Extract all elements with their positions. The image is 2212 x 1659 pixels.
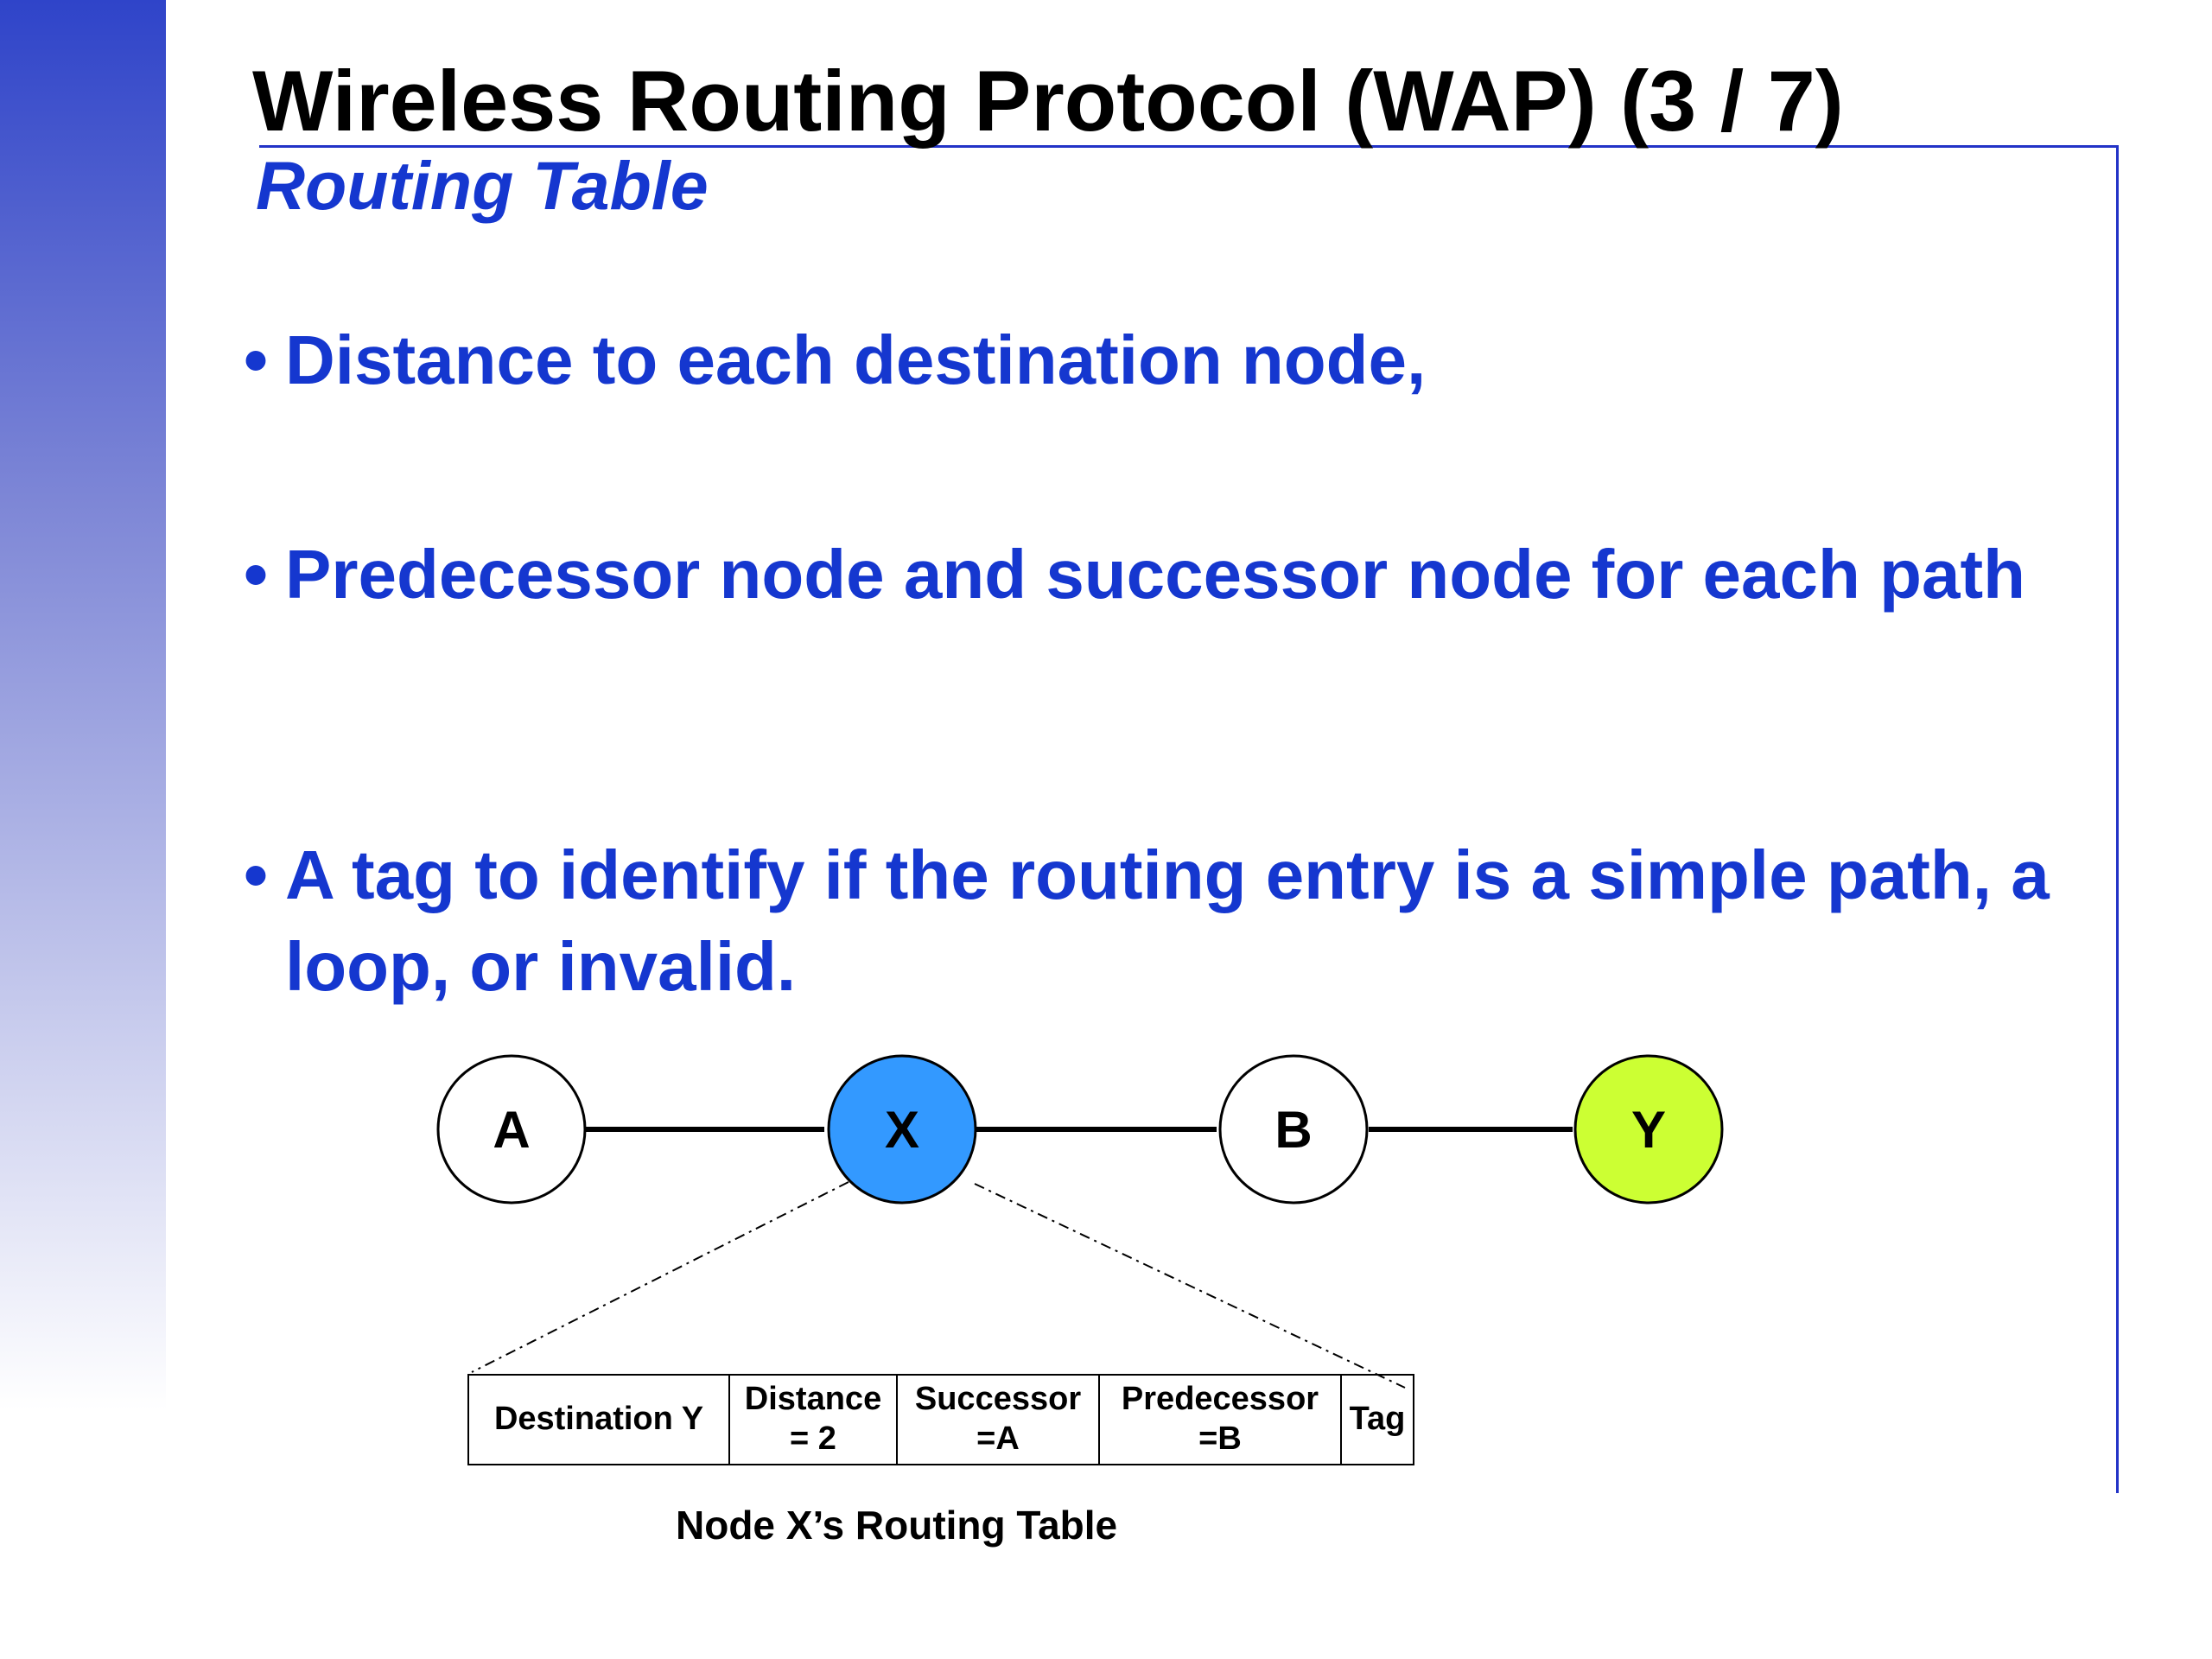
frame-top-line bbox=[259, 145, 2119, 148]
cell-line: = 2 bbox=[790, 1421, 836, 1457]
slide-title: Wireless Routing Protocol (WAP) (3 / 7) bbox=[252, 53, 1844, 149]
bullet-dot-icon: • bbox=[244, 321, 269, 398]
node-x-label: X bbox=[885, 1101, 919, 1159]
table-row: Destination Y Distance = 2 Successor =A … bbox=[467, 1374, 1414, 1465]
node-y: Y bbox=[1573, 1054, 1724, 1205]
cell-line: Distance bbox=[744, 1381, 882, 1418]
cell-line: =A bbox=[976, 1421, 1020, 1457]
routing-table-caption: Node X’s Routing Table bbox=[676, 1503, 1118, 1548]
frame-right-line bbox=[2116, 145, 2119, 1493]
bullet-item: • Predecessor node and successor node fo… bbox=[244, 529, 2101, 620]
node-b-circle bbox=[1218, 1054, 1369, 1205]
bullet-dot-icon: • bbox=[244, 836, 269, 913]
bullet-text: Distance to each destination node, bbox=[285, 321, 1427, 398]
bullet-item: • Distance to each destination node, bbox=[244, 315, 2101, 406]
node-a-circle bbox=[436, 1054, 587, 1205]
node-x: X bbox=[827, 1054, 977, 1205]
bullet-text: A tag to identify if the routing entry i… bbox=[285, 836, 2050, 1005]
table-cell-tag: Tag bbox=[1340, 1374, 1414, 1465]
table-cell-distance: Distance = 2 bbox=[728, 1374, 898, 1465]
node-y-circle bbox=[1573, 1054, 1724, 1205]
table-cell-successor: Successor =A bbox=[896, 1374, 1100, 1465]
cell-line: Successor bbox=[914, 1381, 1082, 1418]
bullet-dot-icon: • bbox=[244, 536, 269, 613]
bullet-item: • A tag to identify if the routing entry… bbox=[244, 830, 2101, 1013]
node-a: A bbox=[436, 1054, 587, 1205]
slide-subtitle: Routing Table bbox=[256, 147, 709, 224]
zoom-line-right bbox=[974, 1183, 1406, 1389]
sidebar-gradient bbox=[0, 0, 166, 1659]
node-a-label: A bbox=[493, 1101, 530, 1159]
cell-line: Predecessor bbox=[1121, 1381, 1319, 1418]
cell-line: Tag bbox=[1349, 1401, 1406, 1438]
zoom-line-left bbox=[471, 1181, 849, 1373]
cell-line: =B bbox=[1198, 1421, 1242, 1457]
table-cell-predecessor: Predecessor =B bbox=[1098, 1374, 1342, 1465]
node-x-circle bbox=[827, 1054, 977, 1205]
cell-line: Destination Y bbox=[493, 1401, 704, 1438]
bullet-text: Predecessor node and successor node for … bbox=[285, 536, 2025, 613]
node-b-label: B bbox=[1274, 1101, 1312, 1159]
node-y-label: Y bbox=[1631, 1101, 1666, 1159]
node-b: B bbox=[1218, 1054, 1369, 1205]
routing-table: Destination Y Distance = 2 Successor =A … bbox=[467, 1374, 1414, 1465]
table-cell-destination: Destination Y bbox=[467, 1374, 730, 1465]
